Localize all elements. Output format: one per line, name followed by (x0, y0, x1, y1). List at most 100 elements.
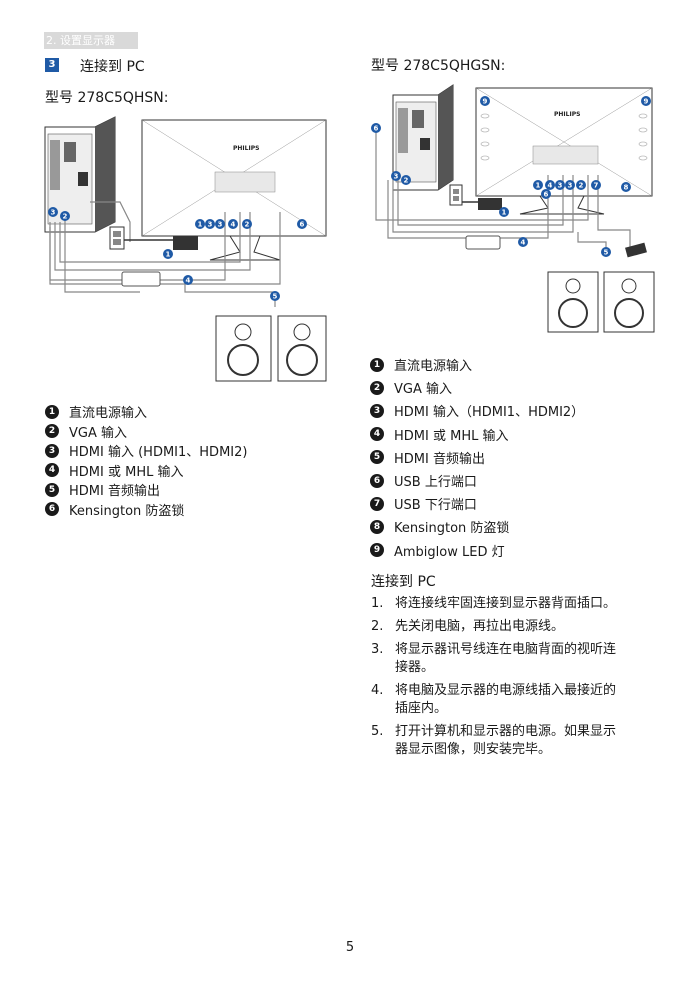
svg-text:4: 4 (231, 221, 236, 229)
step-item: 4. 将电脑及显示器的电源线插入最接近的插座内。 (371, 682, 666, 718)
number-badge: 1 (370, 357, 384, 372)
step-text: 器显示图像，则安装完毕。 (395, 742, 552, 757)
legend-item: 5 HDMI 音频输出 (45, 480, 315, 500)
svg-text:6: 6 (374, 125, 379, 133)
number-badge: 3 (370, 403, 384, 418)
legend-text: HDMI 音频输出 (394, 451, 485, 467)
svg-text:2: 2 (404, 177, 409, 185)
legend-item: 5 HDMI 音频输出 (370, 446, 670, 469)
ambiglow-leds (480, 113, 648, 161)
number-badge: 6 (45, 502, 59, 517)
legend-text: HDMI 输入 (HDMI1、HDMI2) (69, 445, 248, 461)
monitor-brand-text: PHILIPS (233, 145, 259, 152)
svg-text:1: 1 (166, 251, 171, 259)
legend-text: HDMI 音频输出 (69, 484, 160, 500)
legend-item: 3 HDMI 输入（HDMI1、HDMI2） (370, 399, 670, 422)
right-model-label: 型号 278C5QHGSN: (371, 58, 506, 74)
legend-item: 8 Kensington 防盗锁 (370, 515, 670, 538)
speakers (547, 271, 655, 333)
svg-text:4: 4 (521, 239, 526, 247)
step-text: 先关闭电脑，再拉出电源线。 (395, 619, 565, 634)
section-title: 连接到 PC (80, 59, 145, 75)
svg-text:1: 1 (198, 221, 203, 229)
svg-text:3: 3 (394, 173, 399, 181)
number-badge: 7 (370, 496, 384, 511)
monitor-brand-text: PHILIPS (554, 111, 580, 118)
wall-outlet (109, 226, 125, 250)
legend-item: 1 直流电源输入 (370, 353, 670, 376)
step-number: 5. (371, 724, 384, 739)
right-connection-diagram: PHILIPS 9 9 (371, 84, 655, 333)
pc-tower (392, 84, 454, 191)
connect-pc-heading: 连接到 PC (371, 574, 436, 590)
svg-text:4: 4 (548, 182, 553, 190)
legend-text: 直流电源输入 (69, 406, 148, 422)
monitor-back: PHILIPS (475, 87, 653, 215)
legend-item: 9 Ambiglow LED 灯 (370, 539, 670, 562)
step-text: 打开计算机和显示器的电源。如果显示 (395, 724, 617, 739)
svg-text:3: 3 (568, 182, 573, 190)
svg-text:1: 1 (502, 209, 507, 217)
svg-text:2: 2 (63, 213, 68, 221)
svg-text:7: 7 (594, 182, 599, 190)
power-adapter (124, 236, 198, 250)
step-number: 2. (371, 619, 384, 634)
svg-text:6: 6 (544, 191, 549, 199)
svg-text:5: 5 (273, 293, 278, 301)
svg-text:3: 3 (51, 209, 56, 217)
left-model-label: 型号 278C5QHSN: (45, 90, 169, 106)
usb-drive (625, 242, 647, 258)
svg-text:1: 1 (536, 182, 541, 190)
legend-text: USB 下行端口 (394, 498, 477, 514)
legend-text: Kensington 防盗锁 (69, 503, 185, 519)
svg-text:3: 3 (208, 221, 213, 229)
svg-text:3: 3 (558, 182, 563, 190)
svg-text:5: 5 (604, 249, 609, 257)
wall-outlet (449, 184, 463, 206)
number-badge: 9 (370, 543, 384, 558)
number-badge: 1 (45, 404, 59, 419)
step-number: 1. (371, 596, 384, 611)
step-item: 5. 打开计算机和显示器的电源。如果显示器显示图像，则安装完毕。 (371, 723, 666, 759)
step-number: 3. (371, 642, 384, 657)
number-badge: 5 (370, 450, 384, 465)
step-number: 4. (371, 683, 384, 698)
step-item: 3. 将显示器讯号线连在电脑背面的视听连接器。 (371, 641, 666, 677)
legend-text: 直流电源输入 (394, 359, 473, 375)
step-number-badge: 3 (45, 58, 59, 72)
step-item: 1. 将连接线牢固连接到显示器背面插口。 (371, 595, 666, 613)
step-text: 将连接线牢固连接到显示器背面插口。 (395, 596, 617, 611)
legend-text: HDMI 输入（HDMI1、HDMI2） (394, 405, 585, 421)
svg-text:9: 9 (483, 98, 488, 106)
number-badge: 6 (370, 473, 384, 488)
step-text: 接器。 (395, 660, 435, 675)
svg-text:2: 2 (245, 221, 250, 229)
svg-text:4: 4 (186, 277, 191, 285)
svg-text:3: 3 (218, 221, 223, 229)
step-text: 将电脑及显示器的电源线插入最接近的 (395, 683, 617, 698)
legend-text: Kensington 防盗锁 (394, 521, 510, 537)
legend-text: HDMI 或 MHL 输入 (394, 428, 509, 444)
left-connection-diagram: PHILIPS 3 2 1 3 3 (44, 116, 327, 382)
page-number: 5 (345, 940, 355, 955)
number-badge: 8 (370, 519, 384, 534)
mhl-device (465, 235, 501, 250)
legend-item: 2 VGA 输入 (370, 376, 670, 399)
connect-steps-list: 1. 将连接线牢固连接到显示器背面插口。 2. 先关闭电脑，再拉出电源线。 3.… (371, 595, 666, 764)
legend-item: 7 USB 下行端口 (370, 492, 670, 515)
step-item: 2. 先关闭电脑，再拉出电源线。 (371, 618, 666, 636)
step-text: 将显示器讯号线连在电脑背面的视听连 (395, 642, 617, 657)
diagram-callouts: 3 2 1 3 3 4 2 6 1 4 5 (48, 207, 307, 301)
legend-text: VGA 输入 (69, 425, 127, 441)
legend-text: VGA 输入 (394, 382, 452, 398)
number-badge: 2 (370, 380, 384, 395)
number-badge: 5 (45, 482, 59, 497)
legend-text: Ambiglow LED 灯 (394, 544, 505, 560)
svg-text:9: 9 (644, 98, 649, 106)
